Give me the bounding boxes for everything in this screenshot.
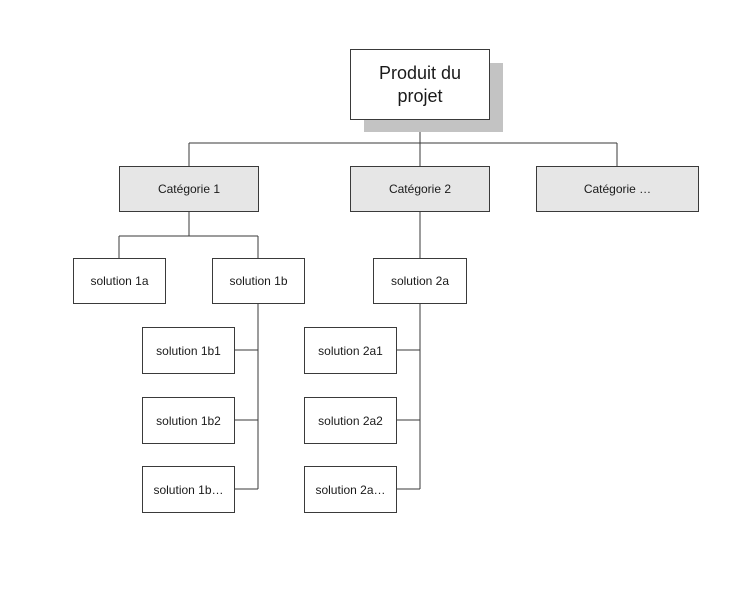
solution-2a-more-node: solution 2a… [304, 466, 397, 513]
category-1-node: Catégorie 1 [119, 166, 259, 212]
solution-1b-label: solution 1b [229, 274, 288, 288]
solution-1b-node: solution 1b [212, 258, 305, 304]
solution-1b2-label: solution 1b2 [156, 413, 221, 428]
solution-2a2-node: solution 2a2 [304, 397, 397, 444]
root-node-label: Produit du projet [378, 62, 462, 106]
solution-2a2-label: solution 2a2 [318, 413, 383, 428]
solution-1b1-node: solution 1b1 [142, 327, 235, 374]
category-2-label: Catégorie 2 [388, 182, 452, 196]
solution-1b-more-node: solution 1b… [142, 466, 235, 513]
solution-2a-label: solution 2a [390, 274, 450, 288]
category-more-node: Catégorie … [536, 166, 699, 212]
category-1-label: Catégorie 1 [157, 182, 221, 196]
solution-2a-node: solution 2a [373, 258, 467, 304]
solution-1b2-node: solution 1b2 [142, 397, 235, 444]
solution-2a1-node: solution 2a1 [304, 327, 397, 374]
category-2-node: Catégorie 2 [350, 166, 490, 212]
solution-1a-label: solution 1a [90, 274, 149, 288]
solution-1b1-label: solution 1b1 [156, 343, 221, 358]
solution-2a-more-label: solution 2a… [315, 482, 386, 497]
solution-2a1-label: solution 2a1 [318, 343, 383, 358]
solution-1a-node: solution 1a [73, 258, 166, 304]
root-node-produit-du-projet: Produit du projet [350, 49, 490, 120]
solution-1b-more-label: solution 1b… [153, 482, 224, 497]
category-more-label: Catégorie … [583, 182, 652, 196]
